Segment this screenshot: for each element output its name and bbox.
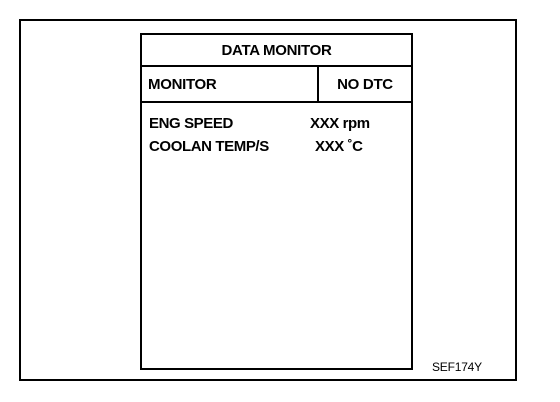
- screen-title: DATA MONITOR: [142, 35, 411, 67]
- monitor-header: MONITOR: [142, 67, 319, 101]
- data-value: XXX rpm: [310, 115, 370, 132]
- figure-frame: [19, 19, 517, 381]
- data-row-eng-speed: ENG SPEED XXX rpm: [142, 115, 411, 137]
- data-row-coolant-temp: COOLAN TEMP/S XXX ˚C: [142, 138, 411, 160]
- data-label: COOLAN TEMP/S: [149, 138, 269, 155]
- data-label: ENG SPEED: [149, 115, 233, 132]
- header-row: MONITOR NO DTC: [142, 67, 411, 103]
- figure-code: SEF174Y: [432, 360, 482, 374]
- dtc-status: NO DTC: [337, 75, 393, 93]
- data-monitor-screen: DATA MONITOR MONITOR NO DTC ENG SPEED XX…: [140, 33, 413, 370]
- data-value: XXX ˚C: [315, 138, 363, 155]
